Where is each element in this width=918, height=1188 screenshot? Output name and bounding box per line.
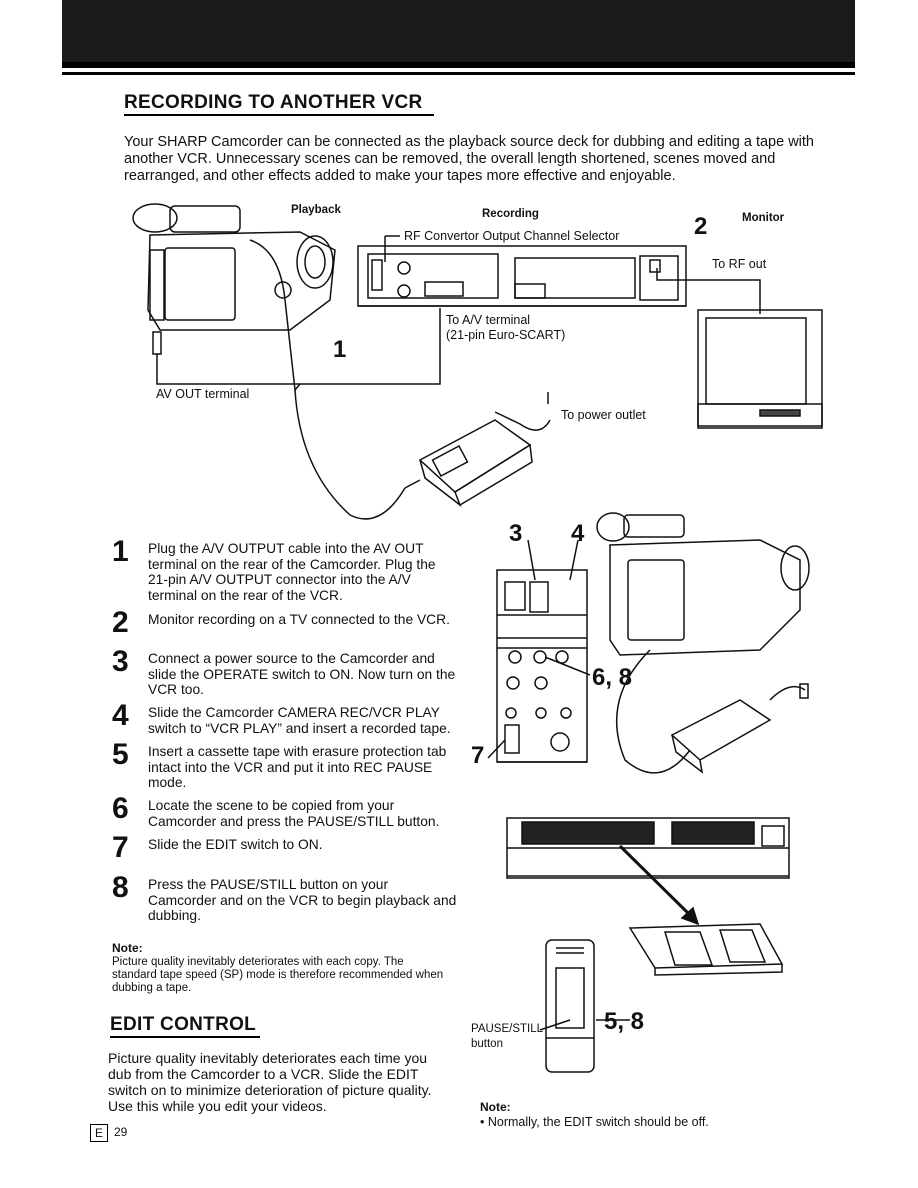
step-7: 7 Slide the EDIT switch to ON. [112, 833, 457, 863]
label-av-terminal: To A/V terminal [446, 313, 531, 327]
monitor-illustration [697, 309, 823, 429]
intro-paragraph: Your SHARP Camcorder can be connected as… [124, 134, 814, 184]
edit-control-heading: EDIT CONTROL [110, 1014, 257, 1035]
step-2: 2 Monitor recording on a TV connected to… [112, 608, 457, 638]
step-5: 5 Insert a cassette tape with erasure pr… [112, 740, 457, 791]
callout-1: 1 [333, 336, 347, 363]
label-rf-out: To RF out [712, 257, 767, 271]
label-rf-selector: RF Convertor Output Channel Selector [404, 229, 620, 243]
step-number: 1 [112, 535, 129, 568]
step-8: 8 Press the PAUSE/STILL button on your C… [112, 873, 457, 924]
label-recording: Recording [482, 208, 539, 220]
step-1: 1 Plug the A/V OUTPUT cable into the AV … [112, 537, 457, 603]
note-heading-2: Note: [480, 1100, 511, 1114]
callout-3: 3 [509, 520, 523, 547]
step-text: Press the PAUSE/STILL button on your Cam… [148, 877, 457, 923]
step-number: 4 [112, 699, 129, 732]
label-monitor: Monitor [742, 212, 785, 224]
callout-6-8: 6, 8 [592, 664, 633, 691]
step-number: 8 [112, 871, 129, 904]
step-number: 6 [112, 792, 129, 825]
step-number: 3 [112, 645, 129, 678]
step-text: Locate the scene to be copied from your … [148, 798, 440, 829]
header-band [62, 0, 855, 62]
step-3: 3 Connect a power source to the Camcorde… [112, 647, 457, 698]
header-band-edge [62, 62, 855, 68]
step-number: 5 [112, 738, 129, 771]
step-text: Connect a power source to the Camcorder … [148, 651, 456, 697]
vcr-front-illustration [506, 817, 790, 879]
page-language-badge: E [90, 1124, 108, 1142]
cassette-illustration [628, 923, 784, 976]
ac-adaptor-illustration [418, 419, 533, 508]
section-title: RECORDING TO ANOTHER VCR [124, 92, 423, 113]
step-number: 2 [112, 606, 129, 639]
label-button: button [471, 1038, 503, 1050]
edit-control-underline [110, 1036, 260, 1038]
step-text: Slide the Camcorder CAMERA REC/VCR PLAY … [148, 705, 451, 736]
label-euro-scart: (21-pin Euro-SCART) [446, 328, 566, 342]
camcorder-illustration [132, 203, 336, 331]
edit-control-text: Picture quality inevitably deteriorates … [108, 1050, 432, 1114]
note-text-2: • Normally, the EDIT switch should be of… [480, 1115, 709, 1129]
callout-5-8: 5, 8 [604, 1008, 645, 1035]
note-heading: Note: [112, 941, 143, 955]
callout-4: 4 [571, 520, 585, 547]
camcorder-closeup-illustration [596, 512, 810, 656]
step-text: Monitor recording on a TV connected to t… [148, 612, 450, 627]
title-underline [124, 114, 434, 116]
page-number: 29 [114, 1125, 128, 1139]
label-playback: Playback [291, 204, 341, 216]
label-av-out: AV OUT terminal [156, 387, 250, 401]
step-text: Insert a cassette tape with erasure prot… [148, 744, 447, 790]
step-6: 6 Locate the scene to be copied from you… [112, 794, 457, 829]
label-power-outlet: To power outlet [561, 408, 646, 422]
step-text: Slide the EDIT switch to ON. [148, 837, 323, 852]
step-4: 4 Slide the Camcorder CAMERA REC/VCR PLA… [112, 701, 457, 736]
callout-7: 7 [471, 742, 485, 769]
step-text: Plug the A/V OUTPUT cable into the AV OU… [148, 541, 436, 603]
vcr-illustration [357, 245, 687, 307]
control-panel-illustration [496, 569, 588, 763]
label-pause-still: PAUSE/STILL [471, 1023, 544, 1035]
note-text: Picture quality inevitably deteriorates … [112, 956, 444, 994]
header-rule [62, 72, 855, 75]
callout-2: 2 [694, 213, 708, 240]
remote-control-illustration [545, 939, 595, 1073]
step-number: 7 [112, 831, 129, 864]
